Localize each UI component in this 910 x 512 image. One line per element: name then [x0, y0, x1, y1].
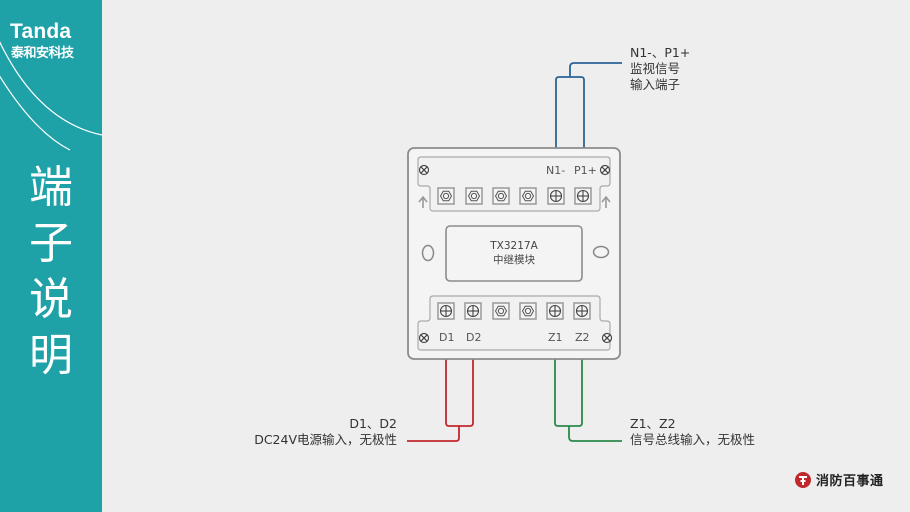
- bus-wire: [554, 358, 622, 442]
- up-arrow-icon: [601, 195, 611, 208]
- terminal-label-p1: P1+: [574, 164, 597, 177]
- annotation-top: N1-、P1+ 监视信号 输入端子: [630, 45, 690, 93]
- mount-screw-icon: [599, 164, 611, 176]
- mount-hole-right: [592, 245, 610, 259]
- hex-terminal-icon: [465, 187, 483, 205]
- mount-hole-left: [421, 244, 435, 262]
- mount-screw-icon: [601, 332, 613, 344]
- annotation-top-desc2: 输入端子: [630, 77, 681, 92]
- mount-screw-icon: [418, 332, 430, 344]
- up-arrow-icon: [418, 195, 428, 208]
- annotation-top-desc1: 监视信号: [630, 61, 681, 76]
- screw-terminal-z1-icon: [546, 302, 564, 320]
- signal-wire-top: [555, 62, 622, 150]
- screw-terminal-p1-icon: [574, 187, 592, 205]
- annotation-bus-terminals: Z1、Z2: [630, 416, 676, 431]
- terminal-label-z1: Z1: [548, 331, 563, 344]
- device-name: 中继模块: [493, 254, 535, 266]
- hex-terminal-icon: [519, 302, 537, 320]
- power-wire: [407, 358, 474, 442]
- device-model: TX3217A: [490, 240, 538, 252]
- hex-terminal-icon: [437, 187, 455, 205]
- screw-terminal-d1-icon: [437, 302, 455, 320]
- hex-terminal-icon: [492, 187, 510, 205]
- terminal-label-n1: N1-: [546, 164, 566, 177]
- brand-logo-cn: 泰和安科技: [11, 46, 74, 61]
- section-title-char: 明: [29, 330, 73, 381]
- section-title-char: 端: [29, 162, 73, 213]
- sidebar: Tanda 泰和安科技 端 子 说 明: [0, 0, 102, 512]
- screw-terminal-d2-icon: [464, 302, 482, 320]
- section-title-char: 子: [29, 218, 73, 269]
- terminal-label-z2: Z2: [575, 331, 590, 344]
- hex-terminal-icon: [492, 302, 510, 320]
- screw-terminal-n1-icon: [547, 187, 565, 205]
- section-title: 端 子 说 明: [20, 160, 82, 384]
- footer-logo: 消防百事通: [794, 470, 884, 489]
- annotation-power: D1、D2 DC24V电源输入，无极性: [254, 416, 397, 448]
- fire-logo-icon: [795, 471, 811, 488]
- brand-logo-en: Tanda: [10, 20, 72, 43]
- annotation-power-terminals: D1、D2: [349, 416, 397, 431]
- hex-terminal-icon: [519, 187, 537, 205]
- section-title-char: 说: [29, 274, 73, 325]
- mount-screw-icon: [418, 164, 430, 176]
- annotation-bus: Z1、Z2 信号总线输入，无极性: [630, 416, 755, 448]
- terminal-label-d1: D1: [439, 331, 455, 344]
- annotation-bus-desc: 信号总线输入，无极性: [630, 432, 756, 447]
- footer-logo-text: 消防百事通: [816, 474, 884, 489]
- decorative-arcs: [0, 41, 102, 151]
- screw-terminal-z2-icon: [573, 302, 591, 320]
- annotation-top-terminals: N1-、P1+: [630, 45, 691, 60]
- annotation-power-desc: DC24V电源输入，无极性: [254, 432, 397, 447]
- terminal-label-d2: D2: [466, 331, 482, 344]
- model-label-window: [445, 225, 583, 282]
